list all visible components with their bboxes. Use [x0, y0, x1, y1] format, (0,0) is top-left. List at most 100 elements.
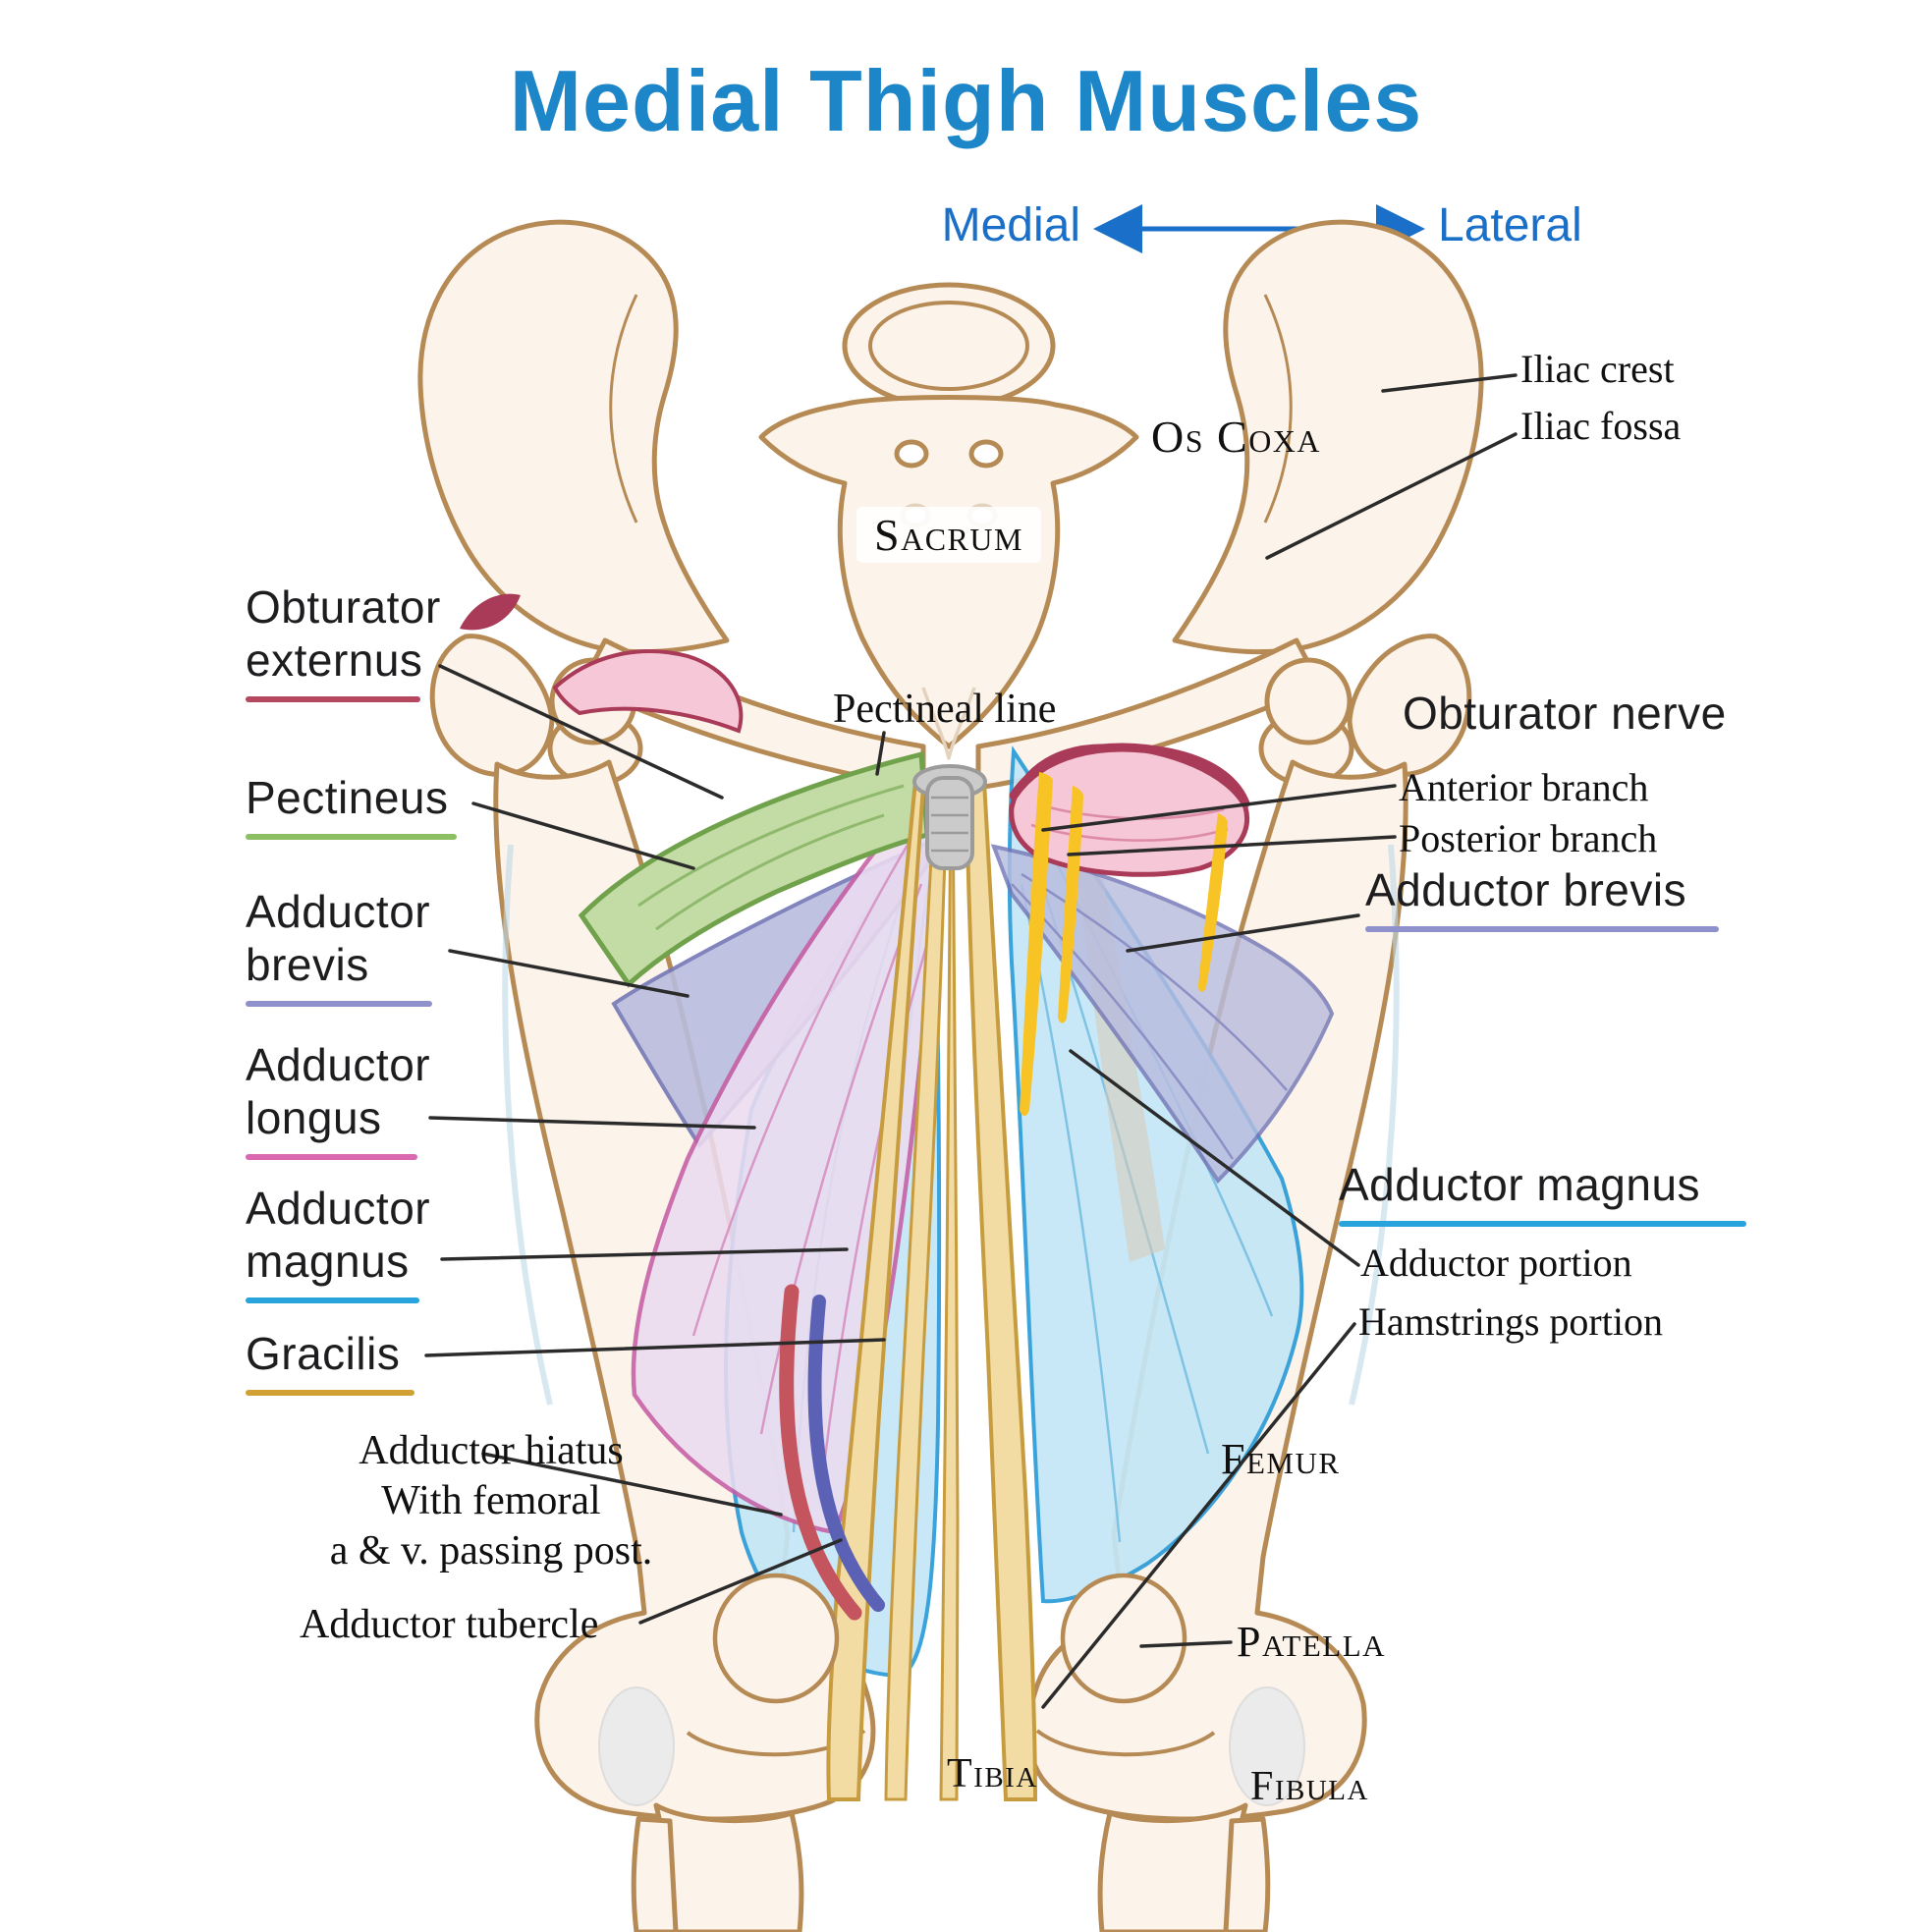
label-line: With femoral — [381, 1478, 601, 1524]
left-pectineus-striations — [637, 784, 905, 931]
underline-adductor-magnus-left — [246, 1297, 419, 1303]
label-patella: Patella — [1237, 1618, 1387, 1666]
leader-iliac-fossa — [1265, 432, 1518, 560]
leader-patella — [1139, 1640, 1233, 1648]
left-gracilis-strand — [884, 783, 949, 1801]
left-iliac-fossa-line — [609, 294, 638, 524]
left-obturator-externus — [552, 649, 744, 734]
right-fibula — [1223, 1816, 1271, 1932]
right-knee-joint-line — [1035, 1729, 1216, 1757]
label-adductor-magnus-right: Adductor magnus — [1339, 1159, 1746, 1227]
right-obturator-edge — [1009, 743, 1250, 808]
left-patella — [712, 1573, 840, 1704]
leader-adductor-brevis-right — [1126, 913, 1360, 953]
label-iliac-fossa: Iliac fossa — [1520, 404, 1682, 448]
label-line: magnus — [246, 1235, 410, 1287]
label-obturator-nerve: Obturator nerve — [1403, 688, 1727, 739]
patellae — [712, 1573, 1187, 1704]
right-tibia — [1097, 1802, 1248, 1932]
label-sacrum: Sacrum — [856, 507, 1041, 563]
label-gracilis: Gracilis — [246, 1328, 414, 1396]
underline-adductor-brevis-right — [1365, 925, 1719, 932]
label-obturator-externus: Obturator externus — [246, 581, 441, 702]
leader-adductor-longus — [428, 1116, 756, 1130]
label-hamstrings-portion: Hamstrings portion — [1358, 1299, 1663, 1344]
sacral-foramen — [894, 439, 929, 469]
right-greater-trochanter — [1347, 634, 1472, 778]
underline-adductor-magnus-right — [1339, 1220, 1746, 1227]
right-fascia-line — [1349, 844, 1400, 1406]
left-gracilis — [826, 777, 926, 1801]
label-posterior-branch: Posterior branch — [1399, 816, 1658, 860]
right-thigh-muscles — [990, 743, 1335, 1604]
underline-pectineus — [246, 833, 457, 840]
medial-direction-label: Medial — [941, 199, 1080, 251]
leader-gracilis — [424, 1338, 886, 1357]
coccyx-line — [921, 687, 976, 760]
label-fibula: Fibula — [1250, 1764, 1369, 1809]
right-gracilis — [964, 778, 1038, 1801]
label-line: Gracilis — [246, 1328, 401, 1379]
obturator-nerve-branches — [1020, 772, 1228, 1116]
left-ilium — [417, 219, 730, 655]
label-line: Adductor hiatus — [359, 1428, 624, 1473]
label-line: Adductor — [246, 886, 431, 937]
left-tibia — [653, 1802, 804, 1932]
lateral-direction-label: Lateral — [1438, 199, 1582, 251]
label-adductor-tubercle: Adductor tubercle — [300, 1602, 599, 1647]
pubic-symphysis — [912, 764, 987, 870]
leader-iliac-crest — [1381, 373, 1518, 393]
leader-lines — [424, 373, 1518, 1709]
left-fascia-line — [502, 844, 553, 1406]
underline-gracilis — [246, 1389, 414, 1396]
gracilis-bands — [826, 777, 1038, 1801]
label-line: Adductor magnus — [1339, 1159, 1701, 1210]
label-line: Adductor — [246, 1039, 431, 1090]
label-line: externus — [246, 634, 423, 686]
leader-hamstrings-portion — [1041, 1322, 1356, 1709]
right-iliac-fossa-line — [1263, 294, 1293, 524]
label-adductor-portion: Adductor portion — [1360, 1241, 1632, 1285]
l5-vertebra-inner — [868, 301, 1029, 391]
label-adductor-magnus-left: Adductor magnus — [246, 1183, 430, 1303]
leader-posterior-branch — [1067, 835, 1397, 856]
underline-adductor-brevis-left — [246, 1000, 432, 1007]
right-ilium — [1172, 219, 1484, 655]
label-line: brevis — [246, 938, 369, 990]
page-title: Medial Thigh Muscles — [509, 52, 1423, 149]
leader-obturator-externus — [438, 664, 724, 800]
label-line: longus — [246, 1091, 382, 1143]
label-line: Obturator — [246, 581, 441, 633]
leader-pectineus — [471, 801, 695, 870]
leader-adductor-brevis-left — [448, 949, 690, 998]
label-tibia: Tibia — [947, 1751, 1038, 1796]
leader-adductor-tubercle — [638, 1538, 843, 1625]
label-line: Adductor brevis — [1365, 864, 1687, 915]
label-femur: Femur — [1221, 1435, 1341, 1483]
label-anterior-branch: Anterior branch — [1399, 765, 1649, 809]
label-pectineal-line: Pectineal line — [833, 687, 1057, 732]
label-os-coxa: Os Coxa — [1151, 412, 1322, 462]
right-patella — [1060, 1573, 1187, 1704]
right-gracilis-strand — [939, 782, 960, 1801]
leader-adductor-hiatus — [481, 1452, 783, 1517]
sacrum-bone — [758, 395, 1139, 749]
left-knee-shadow — [598, 1686, 675, 1806]
right-femoral-head — [1264, 657, 1352, 745]
label-adductor-hiatus: Adductor hiatus With femoral a & v. pass… — [295, 1426, 688, 1577]
femoral-vein — [807, 1295, 885, 1612]
label-adductor-longus: Adductor longus — [246, 1039, 430, 1160]
underline-obturator-externus — [246, 695, 420, 702]
right-adductor-brevis — [990, 844, 1335, 1185]
sacral-foramen — [968, 439, 1004, 469]
left-greater-trochanter — [429, 634, 555, 778]
label-adductor-brevis-left: Adductor brevis — [246, 886, 432, 1007]
leader-pectineal-line — [875, 731, 886, 776]
leader-adductor-magnus-left — [440, 1247, 849, 1261]
left-fibula — [631, 1816, 679, 1932]
right-knee-shadow — [1229, 1686, 1305, 1806]
label-adductor-brevis-right: Adductor brevis — [1365, 864, 1719, 932]
leader-anterior-branch — [1041, 784, 1397, 832]
